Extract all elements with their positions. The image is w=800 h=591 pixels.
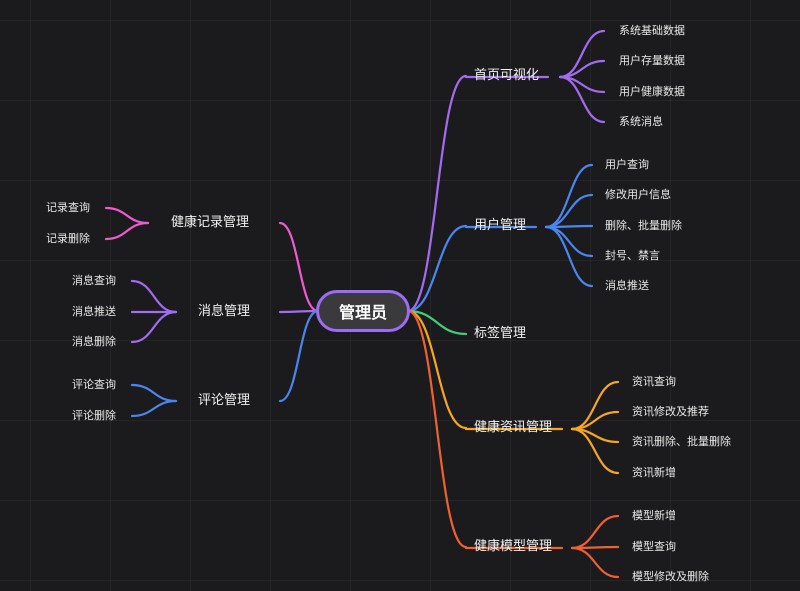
- branch-tag-management[interactable]: 标签管理: [474, 326, 527, 341]
- leaf-record-query[interactable]: 记录查询: [46, 201, 90, 214]
- connector-root-to-right-branch-2: [406, 309, 468, 336]
- leaf-user-health-data[interactable]: 用户健康数据: [619, 85, 685, 98]
- leaf-user-query[interactable]: 用户查询: [605, 158, 649, 171]
- leaf-message-push[interactable]: 消息推送: [605, 279, 649, 292]
- leaf-message-query[interactable]: 消息查询: [72, 274, 116, 287]
- connector-left-branch-1-leaf-2: [130, 310, 178, 344]
- connector-right-branch-4-leaf-2: [570, 546, 620, 579]
- branch-comment-management[interactable]: 评论管理: [198, 393, 251, 408]
- leaf-edit-user-info[interactable]: 修改用户信息: [605, 188, 671, 201]
- branch-user-management[interactable]: 用户管理: [474, 218, 527, 233]
- connector-left-branch-2-leaf-1: [130, 399, 178, 418]
- root-node-label: 管理员: [338, 303, 387, 322]
- leaf-system-base-data[interactable]: 系统基础数据: [619, 24, 685, 37]
- leaf-news-edit-recommend[interactable]: 资讯修改及推荐: [632, 405, 709, 418]
- connector-right-branch-1-leaf-1: [544, 193, 594, 229]
- connector-right-branch-3-leaf-0: [570, 380, 620, 431]
- leaf-message-push-left[interactable]: 消息推送: [72, 305, 116, 318]
- connector-root-to-left-branch-0: [278, 221, 320, 313]
- root-node-admin[interactable]: 管理员: [316, 290, 410, 332]
- branch-homepage-visualization[interactable]: 首页可视化: [474, 68, 540, 83]
- connector-left-branch-1-leaf-0: [130, 279, 178, 314]
- connector-root-to-right-branch-3: [406, 309, 468, 430]
- leaf-user-stock-data[interactable]: 用户存量数据: [619, 54, 685, 67]
- connector-right-branch-0-leaf-3: [558, 75, 606, 124]
- connector-right-branch-1-leaf-4: [544, 225, 594, 288]
- connector-root-to-left-branch-2: [278, 309, 320, 403]
- branch-health-news-management[interactable]: 健康资讯管理: [474, 420, 553, 435]
- leaf-system-messages[interactable]: 系统消息: [619, 115, 663, 128]
- connector-left-branch-2-leaf-0: [130, 383, 178, 403]
- leaf-comment-delete[interactable]: 评论删除: [72, 409, 116, 422]
- leaf-news-add[interactable]: 资讯新增: [632, 466, 676, 479]
- leaf-news-delete-batch[interactable]: 资讯删除、批量删除: [632, 435, 731, 448]
- connector-right-branch-4-leaf-0: [570, 514, 620, 550]
- connector-root-to-right-branch-0: [406, 74, 468, 313]
- connector-right-branch-3-leaf-3: [570, 427, 620, 475]
- connector-right-branch-1-leaf-2: [544, 224, 594, 229]
- leaf-model-add[interactable]: 模型新增: [632, 509, 676, 522]
- connector-root-to-left-branch-1: [278, 309, 320, 314]
- leaf-delete-batch-delete[interactable]: 删除、批量删除: [605, 219, 682, 232]
- branch-health-record-management[interactable]: 健康记录管理: [171, 215, 250, 230]
- leaf-record-delete[interactable]: 记录删除: [46, 232, 90, 245]
- leaf-ban-mute[interactable]: 封号、禁言: [605, 249, 660, 262]
- leaf-model-edit-delete[interactable]: 模型修改及删除: [632, 570, 709, 583]
- connector-root-to-right-branch-1: [406, 224, 468, 313]
- leaf-model-query[interactable]: 模型查询: [632, 540, 676, 553]
- connector-root-to-right-branch-4: [406, 309, 468, 549]
- branch-message-management[interactable]: 消息管理: [198, 304, 251, 319]
- connector-left-branch-0-leaf-0: [104, 206, 150, 225]
- branch-health-model-management[interactable]: 健康模型管理: [474, 539, 553, 554]
- leaf-comment-query[interactable]: 评论查询: [72, 378, 116, 391]
- leaf-message-delete[interactable]: 消息删除: [72, 335, 116, 348]
- connector-left-branch-0-leaf-1: [104, 221, 150, 241]
- connector-right-branch-4-leaf-1: [570, 545, 620, 550]
- leaf-news-query[interactable]: 资讯查询: [632, 375, 676, 388]
- connector-right-branch-1-leaf-3: [544, 225, 594, 258]
